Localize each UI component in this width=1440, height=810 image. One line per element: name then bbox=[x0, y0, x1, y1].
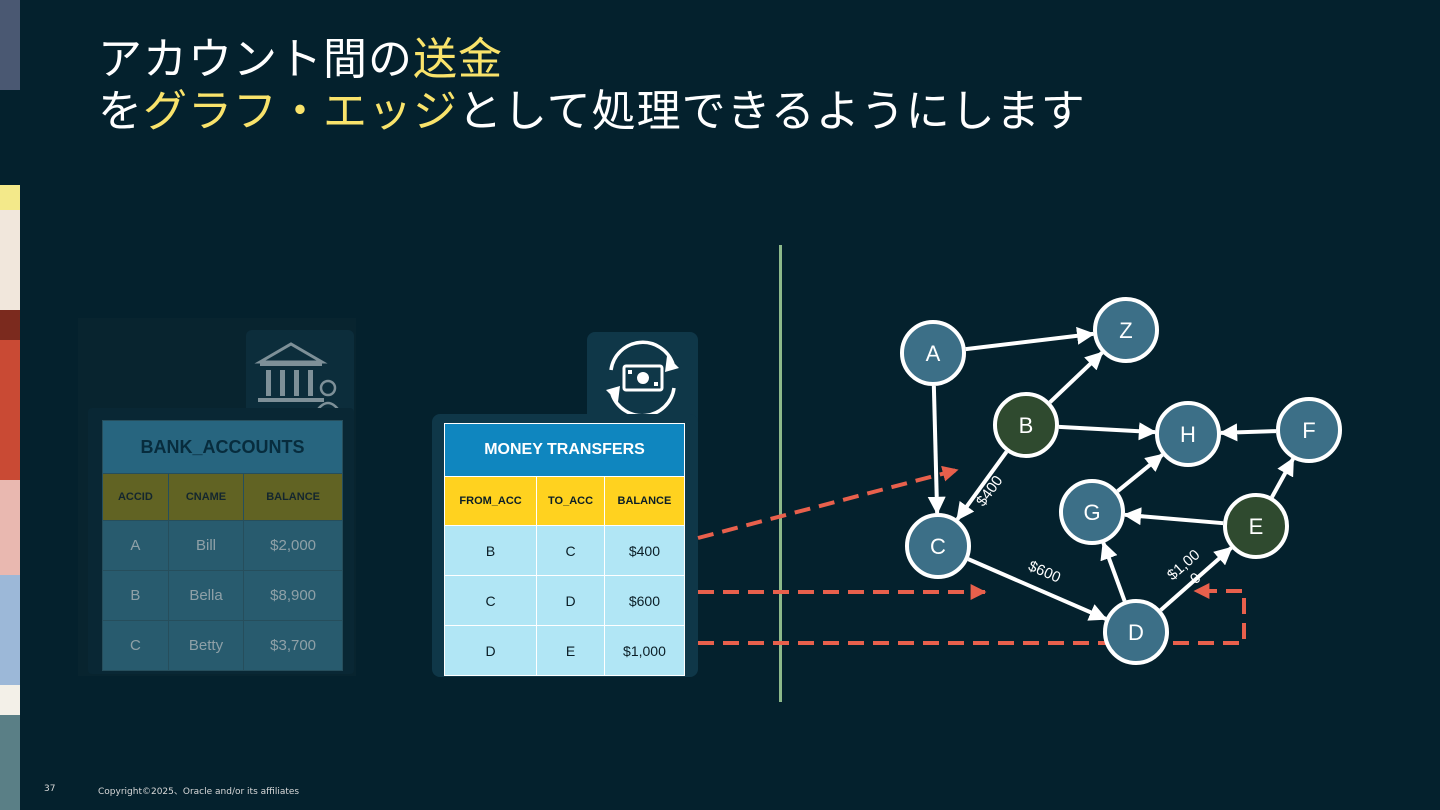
bank-accounts-panel: BANK_ACCOUNTS ACCID CNAME BALANCE A Bill… bbox=[78, 318, 356, 676]
table-cell: $8,900 bbox=[243, 570, 343, 621]
money-transfer-cycle-icon bbox=[606, 340, 679, 418]
graph-node-label: B bbox=[1019, 413, 1034, 438]
table-cell: $1,000 bbox=[603, 625, 686, 676]
edge-B-C bbox=[955, 450, 1009, 521]
graph-node-label: D bbox=[1128, 620, 1144, 645]
edge-label: $400 bbox=[973, 473, 1006, 510]
transfer-col-header: BALANCE bbox=[603, 476, 686, 526]
graph-node-D bbox=[1103, 599, 1169, 665]
graph-node-A bbox=[900, 320, 966, 386]
money-transfers-caption: MONEY TRANSFERS bbox=[444, 423, 685, 477]
graph-node-label: F bbox=[1302, 418, 1315, 443]
table-cell: D bbox=[443, 625, 538, 676]
title-line2-suffix: として処理できるようにします bbox=[458, 86, 1086, 137]
transfer-col-header: TO_ACC bbox=[536, 476, 605, 526]
edge-A-Z bbox=[965, 326, 1096, 352]
graph-node-label: G bbox=[1083, 500, 1100, 525]
edge-B-H bbox=[1058, 422, 1157, 441]
graph-node-label: A bbox=[926, 341, 941, 366]
title-line2-highlight: グラフ・エッジ bbox=[143, 86, 458, 137]
edge-F-H bbox=[1219, 423, 1277, 442]
title-line1-text: アカウント間の bbox=[98, 34, 413, 85]
table-cell: C bbox=[102, 620, 169, 671]
table-cell: A bbox=[102, 520, 169, 571]
graph-node-label: H bbox=[1180, 422, 1196, 447]
table-cell: C bbox=[443, 575, 538, 626]
graph-node-label: C bbox=[930, 534, 946, 559]
graph-node-Z bbox=[1093, 297, 1159, 363]
table-cell: $3,700 bbox=[243, 620, 343, 671]
graph-node-G bbox=[1059, 479, 1125, 545]
transfer-icon-box bbox=[587, 332, 698, 428]
decorative-left-strip bbox=[0, 0, 20, 810]
edge-G-H bbox=[1116, 453, 1164, 493]
title-line1-highlight: 送金 bbox=[413, 34, 503, 85]
bank-col-header: CNAME bbox=[167, 473, 245, 521]
edge-D-G bbox=[1100, 541, 1127, 602]
graph-node-H bbox=[1155, 401, 1221, 467]
money-transfers-panel: MONEY TRANSFERS FROM_ACC TO_ACC BALANCE … bbox=[432, 332, 698, 677]
graph-node-E bbox=[1223, 493, 1289, 559]
table-cell: D bbox=[536, 575, 605, 626]
slide-title: アカウント間の送金 をグラフ・エッジとして処理できるようにします bbox=[98, 34, 1086, 138]
bank-col-header: ACCID bbox=[102, 473, 169, 521]
bank-icon-box bbox=[246, 330, 354, 422]
graph-node-F bbox=[1276, 397, 1342, 463]
edge-A-C bbox=[927, 385, 946, 515]
graph-node-label: Z bbox=[1119, 318, 1132, 343]
transfer-col-header: FROM_ACC bbox=[443, 476, 538, 526]
table-cell: Betty bbox=[167, 620, 245, 671]
copyright-text: Copyright©2025、Oracle and/or its affilia… bbox=[98, 787, 300, 797]
table-cell: $600 bbox=[603, 575, 686, 626]
title-line2-prefix: を bbox=[98, 86, 143, 137]
page-number: 37 bbox=[44, 784, 56, 794]
bank-accounts-caption: BANK_ACCOUNTS bbox=[102, 420, 343, 474]
mapping-arrow-row1 bbox=[697, 465, 959, 540]
money-transfers-table: MONEY TRANSFERS FROM_ACC TO_ACC BALANCE … bbox=[443, 423, 686, 676]
bank-user-icon bbox=[254, 342, 342, 413]
edge-B-Z bbox=[1048, 351, 1104, 404]
edge-D-E bbox=[1159, 546, 1233, 612]
graph-node-C bbox=[905, 513, 971, 579]
graph-node-label: E bbox=[1249, 514, 1264, 539]
bank-accounts-table: BANK_ACCOUNTS ACCID CNAME BALANCE A Bill… bbox=[102, 420, 343, 671]
edge-E-G bbox=[1123, 507, 1224, 526]
table-cell: B bbox=[102, 570, 169, 621]
table-cell: $2,000 bbox=[243, 520, 343, 571]
table-cell: Bill bbox=[167, 520, 245, 571]
table-cell: E bbox=[536, 625, 605, 676]
table-cell: $400 bbox=[603, 525, 686, 576]
edge-E-F bbox=[1270, 457, 1295, 499]
edge-label: $600 bbox=[1026, 558, 1063, 587]
graph-node-B bbox=[993, 392, 1059, 458]
vertical-divider bbox=[779, 245, 782, 702]
edge-C-D bbox=[967, 557, 1108, 621]
